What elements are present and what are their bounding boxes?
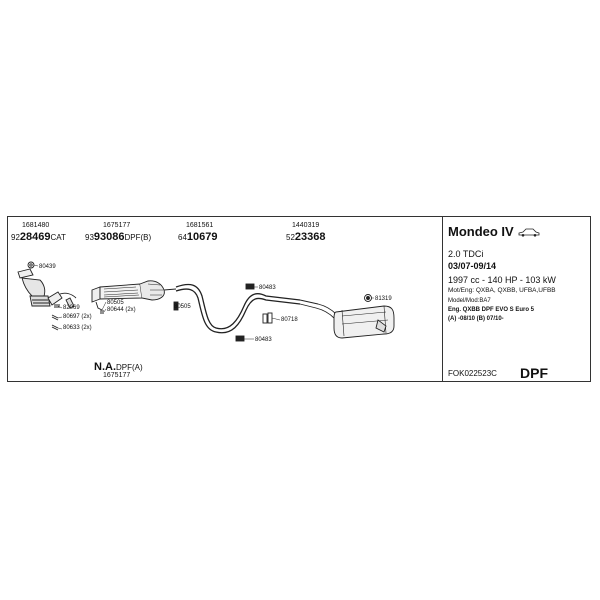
cat-clamp-parts (27, 261, 75, 331)
oe-number-3: 1681561 (186, 222, 214, 229)
date-range-line: (A) -08/10 (B) 07/10- (448, 316, 504, 322)
callout-80633[interactable]: 80633 (2x) (63, 325, 92, 331)
na-oe-number: 1675177 (103, 372, 131, 379)
callout-80439[interactable]: 80439 (39, 264, 56, 270)
leader-lines (33, 264, 374, 340)
model-code: Model/Mod:BA7 (448, 298, 491, 304)
catalytic-converter-drawing (17, 268, 77, 307)
na-part-number[interactable]: N.A.DPF(A) (94, 361, 143, 373)
vehicle-model: Mondeo IV (448, 224, 514, 239)
car-icon (518, 228, 540, 237)
part-number-1[interactable]: 9228469CAT (11, 231, 66, 243)
callout-80505-right[interactable]: 80505 (174, 304, 191, 310)
callout-80505-left[interactable]: 80505 (107, 300, 124, 306)
rear-silencer-drawing (299, 299, 395, 339)
part-number-4[interactable]: 5223368 (286, 231, 326, 243)
oe-number-1: 1681480 (22, 222, 50, 229)
oe-number-2: 1675177 (103, 222, 131, 229)
middle-pipe-drawing (175, 283, 301, 334)
callout-80483-bottom[interactable]: 80483 (255, 337, 272, 343)
part-number-3[interactable]: 6410679 (178, 231, 218, 243)
part-number-2[interactable]: 9393086DPF(B) (85, 231, 152, 243)
motor-engine-codes: Mot/Eng: QXBA, QXBB, UFBA,UFBB (448, 287, 556, 294)
diagram-frame (7, 216, 591, 382)
callout-80644[interactable]: 80644 (2x) (107, 307, 136, 313)
dpf-label: DPF (520, 365, 548, 381)
engine-label: 2.0 TDCi (448, 249, 484, 259)
callout-80697[interactable]: 80697 (2x) (63, 314, 92, 320)
callout-80718[interactable]: 80718 (281, 317, 298, 323)
callout-81319[interactable]: 81319 (375, 296, 392, 302)
engine-spec-line: Eng. QXBB DPF EVO S Euro 5 (448, 307, 535, 313)
dpf-section-drawing (91, 280, 177, 314)
kit-code: FOK022523C (448, 369, 497, 378)
engine-power: 1997 cc - 140 HP - 103 kW (448, 275, 556, 285)
oe-number-4: 1440319 (292, 222, 320, 229)
panel-divider (442, 216, 443, 382)
callout-80483-top[interactable]: 80483 (259, 285, 276, 291)
callout-82069[interactable]: 82069 (63, 305, 80, 311)
year-range: 03/07-09/14 (448, 261, 497, 271)
